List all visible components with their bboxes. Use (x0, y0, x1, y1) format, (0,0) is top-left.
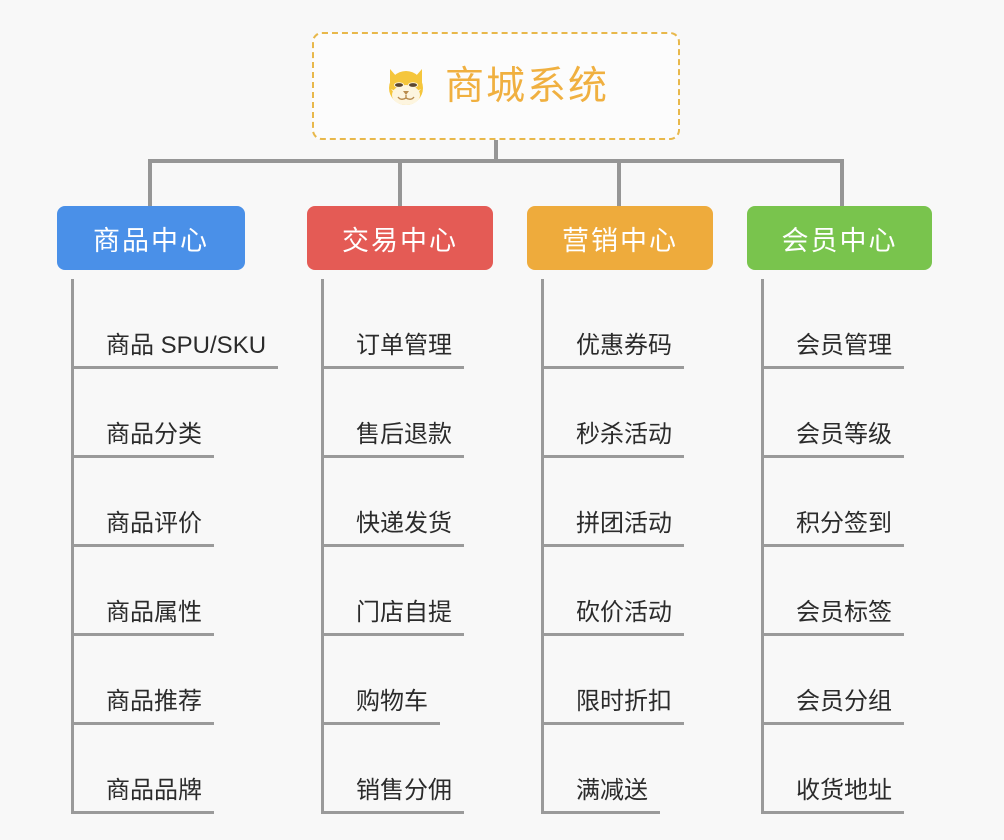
list-item[interactable]: 售后退款 (324, 369, 493, 458)
leaf-list-member-center: 会员管理 会员等级 积分签到 会员标签 会员分组 收货地址 (761, 279, 932, 814)
leaf-label: 订单管理 (324, 334, 464, 369)
leaf-label: 积分签到 (764, 512, 904, 547)
connector-drop-trade-center (398, 159, 402, 207)
list-item[interactable]: 会员标签 (764, 547, 932, 636)
list-item[interactable]: 商品评价 (74, 458, 278, 547)
list-item[interactable]: 限时折扣 (544, 636, 713, 725)
connector-root-stem (494, 140, 498, 163)
list-item[interactable]: 快递发货 (324, 458, 493, 547)
leaf-label: 商品评价 (74, 512, 214, 547)
leaf-label: 秒杀活动 (544, 423, 684, 458)
list-item[interactable]: 销售分佣 (324, 725, 493, 814)
list-item[interactable]: 会员分组 (764, 636, 932, 725)
category-header-trade-center[interactable]: 交易中心 (307, 206, 493, 270)
column-marketing-center: 营销中心 优惠券码 秒杀活动 拼团活动 砍价活动 限时折扣 满减送 (527, 206, 713, 814)
leaf-label: 会员等级 (764, 423, 904, 458)
list-item[interactable]: 拼团活动 (544, 458, 713, 547)
connector-drop-member-center (840, 159, 844, 207)
leaf-label: 满减送 (544, 779, 660, 814)
leaf-label: 收货地址 (764, 779, 904, 814)
list-item[interactable]: 积分签到 (764, 458, 932, 547)
leaf-list-product-center: 商品 SPU/SKU 商品分类 商品评价 商品属性 商品推荐 商品品牌 (71, 279, 279, 814)
leaf-list-marketing-center: 优惠券码 秒杀活动 拼团活动 砍价活动 限时折扣 满减送 (541, 279, 713, 814)
list-item[interactable]: 商品推荐 (74, 636, 278, 725)
list-item[interactable]: 满减送 (544, 725, 713, 814)
category-header-marketing-center[interactable]: 营销中心 (527, 206, 713, 270)
list-item[interactable]: 会员等级 (764, 369, 932, 458)
leaf-label: 会员管理 (764, 334, 904, 369)
list-item[interactable]: 订单管理 (324, 279, 493, 369)
leaf-label: 商品分类 (74, 423, 214, 458)
leaf-label: 会员标签 (764, 601, 904, 636)
column-product-center: 商品中心 商品 SPU/SKU 商品分类 商品评价 商品属性 商品推荐 商品品牌 (57, 206, 279, 814)
leaf-label: 商品属性 (74, 601, 214, 636)
leaf-label: 会员分组 (764, 690, 904, 725)
list-item[interactable]: 购物车 (324, 636, 493, 725)
leaf-list-trade-center: 订单管理 售后退款 快递发货 门店自提 购物车 销售分佣 (321, 279, 493, 814)
root-node[interactable]: 商城系统 (312, 32, 680, 140)
leaf-label: 商品 SPU/SKU (74, 334, 279, 369)
connector-horizontal-bus (148, 159, 844, 163)
leaf-label: 优惠券码 (544, 334, 684, 369)
list-item[interactable]: 秒杀活动 (544, 369, 713, 458)
leaf-label: 售后退款 (324, 423, 464, 458)
list-item[interactable]: 商品分类 (74, 369, 278, 458)
connector-drop-marketing-center (617, 159, 621, 207)
column-member-center: 会员中心 会员管理 会员等级 积分签到 会员标签 会员分组 收货地址 (747, 206, 932, 814)
list-item[interactable]: 收货地址 (764, 725, 932, 814)
root-title: 商城系统 (444, 64, 609, 108)
leaf-label: 商品品牌 (74, 779, 214, 814)
list-item[interactable]: 砍价活动 (544, 547, 713, 636)
leaf-label: 购物车 (324, 690, 440, 725)
list-item[interactable]: 门店自提 (324, 547, 493, 636)
leaf-label: 砍价活动 (544, 601, 684, 636)
category-header-product-center[interactable]: 商品中心 (57, 206, 245, 270)
shiba-dog-face-icon (383, 63, 429, 109)
list-item[interactable]: 商品品牌 (74, 725, 278, 814)
list-item[interactable]: 优惠券码 (544, 279, 713, 369)
leaf-label: 门店自提 (324, 601, 464, 636)
list-item[interactable]: 商品属性 (74, 547, 278, 636)
leaf-label: 限时折扣 (544, 690, 684, 725)
leaf-label: 商品推荐 (74, 690, 214, 725)
column-trade-center: 交易中心 订单管理 售后退款 快递发货 门店自提 购物车 销售分佣 (307, 206, 493, 814)
list-item[interactable]: 商品 SPU/SKU (74, 279, 279, 369)
list-item[interactable]: 会员管理 (764, 279, 932, 369)
leaf-label: 销售分佣 (324, 779, 464, 814)
connector-drop-product-center (148, 159, 152, 207)
category-header-member-center[interactable]: 会员中心 (747, 206, 932, 270)
leaf-label: 拼团活动 (544, 512, 684, 547)
leaf-label: 快递发货 (324, 512, 464, 547)
